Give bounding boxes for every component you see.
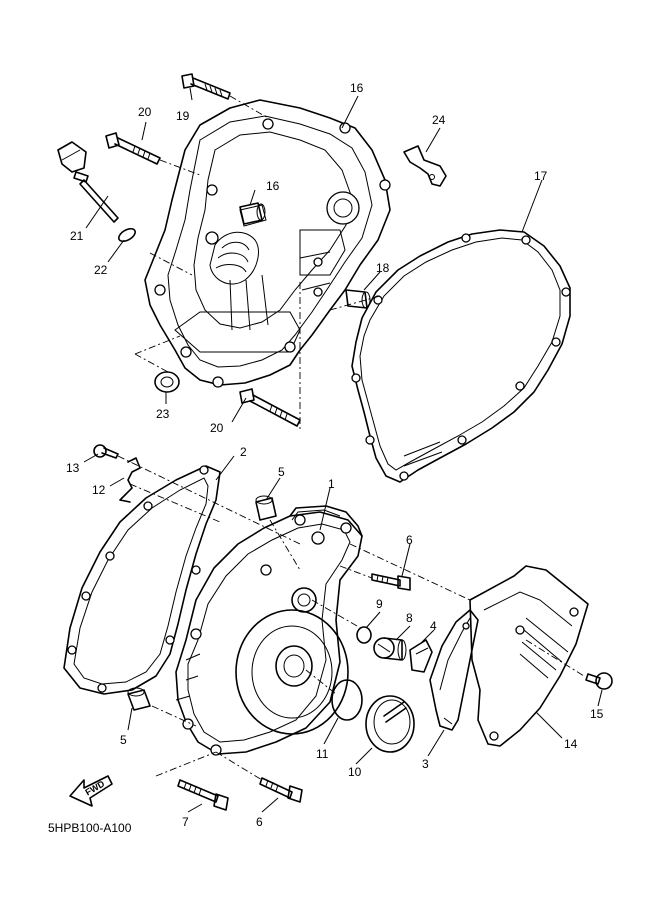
- alignment-lines-upper: [134, 95, 381, 430]
- callout-7: 7: [182, 815, 189, 829]
- callout-10: 10: [348, 765, 362, 779]
- callout-5-lower: 5: [120, 733, 127, 747]
- callout-22: 22: [94, 263, 108, 277]
- dipstick-21: [57, 141, 119, 223]
- callout-19: 19: [176, 109, 190, 123]
- callout-14: 14: [564, 737, 578, 751]
- callout-15: 15: [590, 707, 604, 721]
- callout-4: 4: [430, 619, 437, 633]
- bracket-24: [403, 145, 447, 187]
- plug-8: [373, 637, 407, 661]
- callout-16-inner: 16: [266, 179, 280, 193]
- callout-labels: 1 2 3 4 5 5 6 6 7 8 9 10 11 12 13 14 15 …: [66, 81, 604, 829]
- diagram-code: 5HPB100-A100: [48, 821, 132, 835]
- dowel-pin-18: [345, 289, 371, 309]
- crankcase-cover-lower: [175, 505, 363, 756]
- dowel-pin-16: [239, 202, 266, 225]
- callout-21: 21: [70, 229, 84, 243]
- callout-11: 11: [316, 747, 329, 761]
- crankcase-cover-upper: [144, 99, 391, 388]
- screw-15: [585, 672, 613, 690]
- callout-24: 24: [432, 113, 446, 127]
- callout-3: 3: [422, 757, 429, 771]
- alignment-lines-lower: [117, 455, 585, 781]
- gasket-17: [351, 229, 571, 483]
- leader-lines: [83, 87, 603, 813]
- callout-13: 13: [66, 461, 80, 475]
- plug-10: [365, 695, 415, 753]
- bolt-7: [177, 779, 229, 811]
- clip-12: [119, 457, 141, 503]
- o-ring-11: [331, 679, 363, 721]
- callout-20-upper: 20: [138, 105, 152, 119]
- fwd-arrow-icon: FWD: [69, 775, 113, 807]
- screw-13: [93, 444, 119, 459]
- gasket-2: [63, 465, 221, 695]
- callout-1: 1: [328, 477, 335, 491]
- bolt-6-lower: [259, 777, 303, 803]
- bolt-6-upper: [371, 573, 411, 591]
- callout-17: 17: [534, 169, 548, 183]
- callout-23: 23: [156, 407, 170, 421]
- callout-16-top: 16: [350, 81, 364, 95]
- callout-20-lower: 20: [210, 421, 224, 435]
- callout-2: 2: [240, 445, 247, 459]
- callout-12: 12: [92, 483, 106, 497]
- cover-3: [429, 609, 479, 731]
- callout-8: 8: [406, 611, 413, 625]
- callout-6-upper: 6: [406, 533, 413, 547]
- bolt-20-lower: [239, 388, 301, 427]
- callout-9: 9: [376, 597, 383, 611]
- bolt-19: [181, 73, 231, 100]
- bolt-20-upper: [105, 132, 161, 165]
- oil-seal-23: [154, 371, 180, 393]
- callout-6-lower: 6: [256, 815, 263, 829]
- dowel-pin-5-lower: [127, 687, 151, 711]
- callout-5-upper: 5: [278, 465, 285, 479]
- o-ring-9: [356, 626, 372, 644]
- cover-14: [469, 565, 589, 747]
- callout-18: 18: [376, 261, 390, 275]
- clip-4: [409, 639, 433, 673]
- o-ring-22: [118, 227, 136, 243]
